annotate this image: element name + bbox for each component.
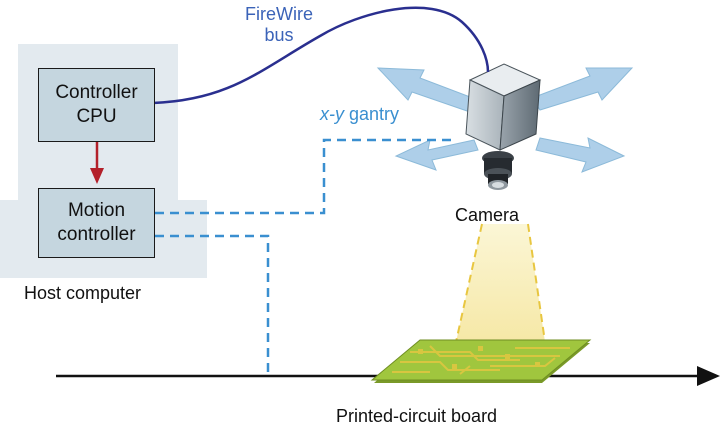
conveyor-arrowhead	[697, 366, 720, 386]
firewire-cable	[152, 6, 490, 105]
cpu-to-motion-arrowhead	[90, 168, 104, 184]
camera-label: Camera	[455, 205, 520, 225]
beam-edge-left	[455, 223, 483, 343]
xy-gantry-label-italic: x-y	[320, 104, 344, 124]
motion-controller-label-line2: controller	[57, 224, 136, 245]
controller-cpu-box: Controller CPU	[38, 68, 155, 142]
gantry-control-lines	[155, 138, 452, 376]
firewire-label-line1: FireWire	[245, 4, 313, 24]
firewire-label-line2: bus	[264, 25, 294, 45]
pcb-traces	[392, 345, 570, 375]
pcb-board	[370, 339, 592, 383]
camera-icon	[465, 63, 542, 190]
motion-controller-box: Motion controller	[38, 188, 155, 258]
controller-cpu-label-line2: CPU	[76, 106, 117, 127]
xy-gantry-label: x-y gantry	[320, 104, 399, 125]
pcb-label: Printed-circuit board	[336, 406, 498, 426]
xy-gantry-label-rest: gantry	[344, 104, 400, 124]
motion-controller-label-line1: Motion	[67, 200, 126, 221]
host-computer-label: Host computer	[24, 283, 142, 303]
firewire-bus-label: FireWire bus	[244, 4, 314, 46]
camera-light-beam	[456, 224, 545, 342]
beam-edge-right	[527, 223, 546, 343]
controller-cpu-label-line1: Controller	[55, 82, 138, 103]
gantry-motion-arrows	[376, 67, 634, 173]
